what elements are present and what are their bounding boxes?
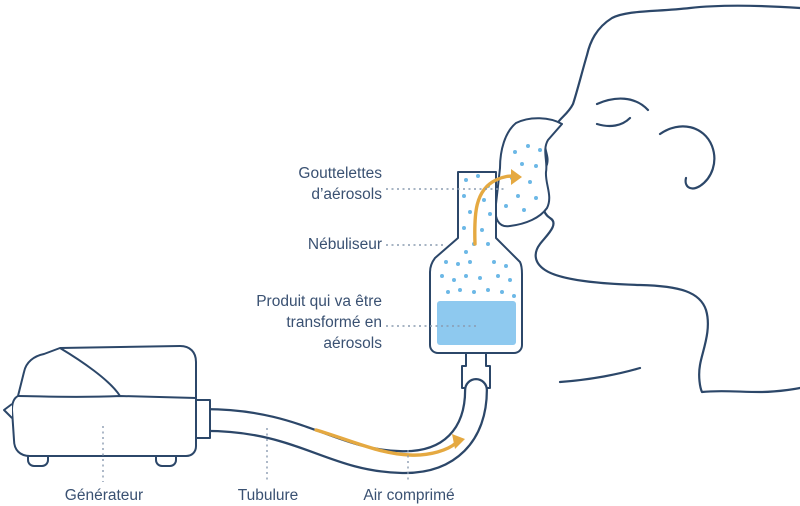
generator-side-tab [3,403,13,419]
label-nebulizer: Nébuliseur [220,234,382,255]
droplet [488,212,492,216]
droplet [512,294,516,298]
label-droplets-line1: Gouttelettes [298,165,382,182]
label-product-line1: Produit qui va être [256,293,382,310]
mask-outline [494,117,563,228]
leader-lines [102,188,505,482]
droplet [508,278,512,282]
ear-outline [658,125,716,190]
air-arrow [314,428,465,457]
droplet [534,164,538,168]
droplet [444,260,448,264]
label-product: Produit qui va être transformé en aéroso… [200,291,382,354]
droplet [464,250,468,254]
label-generator: Générateur [64,487,144,504]
droplet [486,288,490,292]
droplet [492,260,496,264]
label-nebulizer-text: Nébuliseur [307,236,382,253]
droplet [513,150,517,154]
nebulizer-device [429,117,563,389]
tubing [193,378,488,475]
droplet [486,242,490,246]
droplet [458,288,462,292]
droplet [516,194,520,198]
label-droplets: Gouttelettes d’aérosols [220,163,382,205]
droplet [534,196,538,200]
droplet [522,208,526,212]
neck-line [558,366,642,384]
droplet [538,148,542,152]
generator-top-edge [59,347,121,397]
droplet [480,228,484,232]
label-air: Air comprimé [363,487,455,504]
generator [3,345,211,467]
droplet [476,174,480,178]
label-tubing: Tubulure [237,487,299,504]
generator-body [11,345,197,457]
droplet [504,264,508,268]
label-droplets-line2: d’aérosols [311,186,382,203]
droplet [468,210,472,214]
droplet [462,194,466,198]
aerosol-arrow [473,169,522,246]
droplet [472,290,476,294]
head-outline [534,4,800,394]
droplet [504,204,508,208]
liquid-reservoir [437,301,516,345]
label-product-line2: transformé en [286,314,382,331]
droplet [464,274,468,278]
nebulizer-neck [461,352,491,389]
eye-lash [595,116,632,128]
droplet [462,226,466,230]
droplet [478,276,482,280]
droplet [452,278,456,282]
droplet [446,290,450,294]
eye-lid [595,97,650,112]
droplet [482,198,486,202]
tubing-inner [195,380,486,472]
droplet [520,162,524,166]
droplet [528,180,532,184]
droplet [500,290,504,294]
droplet [456,262,460,266]
droplet [468,260,472,264]
droplet [440,274,444,278]
droplet [496,274,500,278]
label-product-line3: aérosols [323,335,382,352]
droplet [526,144,530,148]
person-head [534,4,800,394]
generator-panel [17,395,197,399]
droplet [464,178,468,182]
